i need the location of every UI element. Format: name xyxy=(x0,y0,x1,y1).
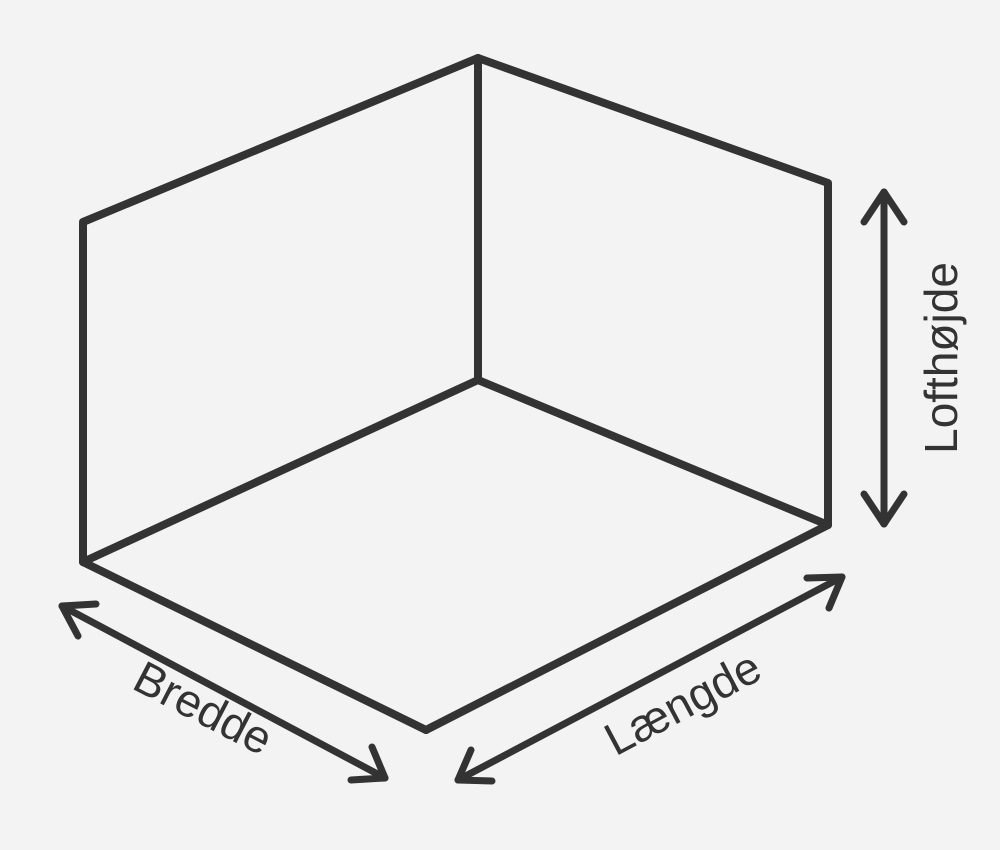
ceiling-height-label: Lofthøjde xyxy=(915,262,967,454)
floor-front-left-edge xyxy=(79,558,430,734)
floor-right-inner-edge xyxy=(474,376,832,529)
height-arrow xyxy=(860,188,908,528)
length-arrow xyxy=(454,573,846,785)
width-arrowhead-start xyxy=(58,600,100,640)
width-arrowhead-end xyxy=(347,743,389,784)
height-arrowhead-top xyxy=(860,188,908,226)
right-wall-outline xyxy=(474,54,832,529)
floor-left-inner-edge xyxy=(79,376,482,566)
width-arrow xyxy=(58,600,389,784)
room-box xyxy=(79,54,832,734)
height-arrowhead-bottom xyxy=(860,490,908,528)
floor-front-right-edge xyxy=(422,521,832,734)
left-wall-outline xyxy=(79,54,482,566)
length-arrowhead-end xyxy=(803,573,846,612)
width-label: Bredde xyxy=(126,650,282,765)
length-arrowhead-start xyxy=(454,746,496,785)
